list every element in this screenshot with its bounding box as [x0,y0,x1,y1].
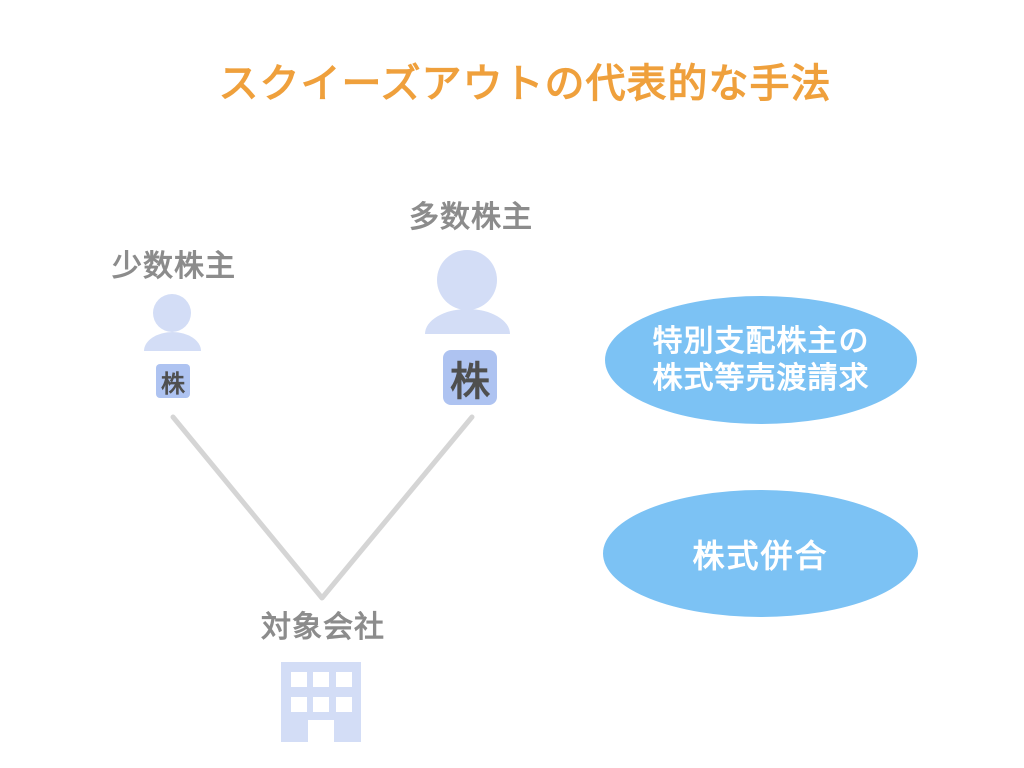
share-badge-majority: 株 [443,350,497,405]
person-head [437,250,497,310]
building-icon [281,662,361,742]
method-1-text-line-1: 特別支配株主の [652,325,870,358]
majority-shareholder-label: 多数株主 [409,201,533,234]
person-head [153,294,191,332]
connector-path [170,414,475,601]
person-shoulders [144,332,201,351]
method-bubble-share-consolidation: 株式併合 [603,490,918,617]
building-window [336,672,352,687]
person-shoulders [425,309,510,334]
building-window [313,672,329,687]
method-1-text-line-2: 株式等売渡請求 [652,362,870,395]
building-door [308,720,334,742]
building-window [291,697,307,712]
building-window [336,697,352,712]
method-2-text-line-1: 株式併合 [692,537,829,574]
building-window [313,697,329,712]
building-window [291,672,307,687]
page-title: スクイーズアウトの代表的な手法 [218,62,832,106]
company-label: 対象会社 [261,611,385,644]
method-bubble-share-sale-demand: 特別支配株主の 株式等売渡請求 [605,296,917,424]
minority-shareholder-label: 少数株主 [112,250,236,283]
share-badge-minority: 株 [156,364,190,398]
